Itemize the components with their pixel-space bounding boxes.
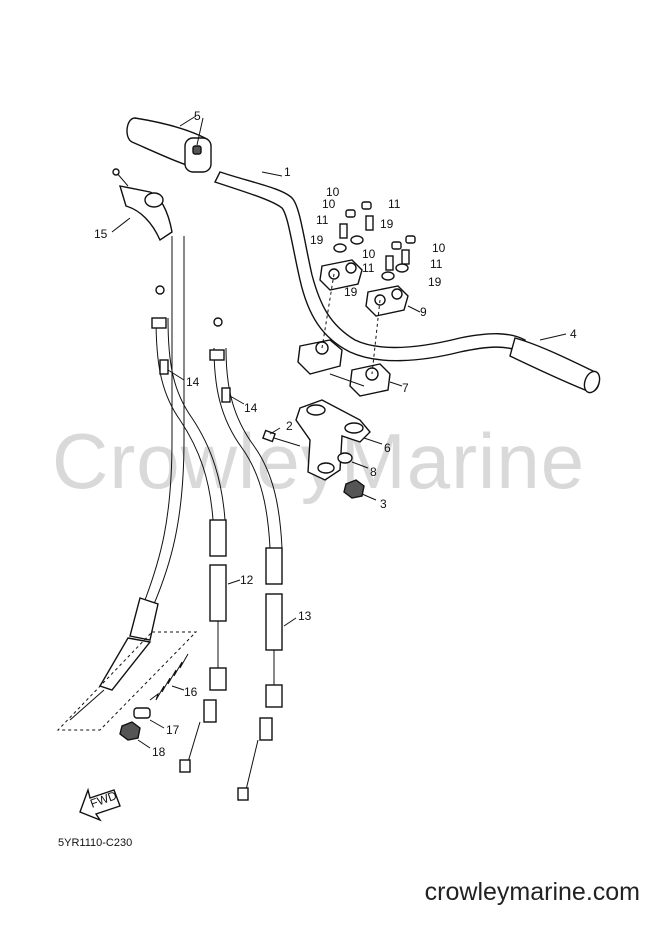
lever-bracket[interactable] bbox=[112, 168, 173, 242]
callout-11c: 11 bbox=[362, 261, 375, 275]
callout-15: 15 bbox=[94, 227, 108, 241]
callout-7: 7 bbox=[402, 381, 409, 395]
callout-11d: 11 bbox=[430, 257, 443, 271]
callout-1: 1 bbox=[284, 165, 291, 179]
fwd-arrow-icon: FWD bbox=[79, 787, 121, 822]
callout-10b: 10 bbox=[322, 197, 336, 211]
callout-4: 4 bbox=[570, 327, 577, 341]
callout-9: 9 bbox=[420, 305, 427, 319]
callout-17: 17 bbox=[166, 723, 180, 737]
site-url: crowleymarine.com bbox=[424, 878, 640, 906]
callout-12: 12 bbox=[240, 573, 254, 587]
small-bolts[interactable] bbox=[333, 201, 416, 281]
handle-crown[interactable] bbox=[295, 399, 371, 481]
callout-19b: 19 bbox=[310, 233, 324, 247]
callout-13: 13 bbox=[298, 609, 312, 623]
leader-lines bbox=[111, 115, 567, 749]
collar[interactable] bbox=[133, 707, 151, 719]
upper-holder-left[interactable] bbox=[319, 259, 363, 291]
throttle-grip[interactable] bbox=[126, 117, 212, 173]
right-grip[interactable] bbox=[509, 337, 602, 395]
nut[interactable] bbox=[343, 479, 365, 499]
main-cable[interactable] bbox=[69, 236, 185, 721]
callout-2: 2 bbox=[286, 419, 293, 433]
callout-14a: 14 bbox=[186, 375, 200, 389]
lower-holder-left[interactable] bbox=[297, 339, 343, 375]
callout-19a: 19 bbox=[380, 217, 394, 231]
callout-10c: 10 bbox=[362, 247, 376, 261]
callout-10d: 10 bbox=[432, 241, 446, 255]
callout-11a: 11 bbox=[388, 197, 401, 211]
cable-end-14b[interactable] bbox=[209, 317, 231, 403]
upper-holder-right[interactable] bbox=[365, 285, 409, 317]
reference-code: 5YR1110-C230 bbox=[58, 837, 132, 849]
callout-16: 16 bbox=[184, 685, 198, 699]
callout-19d: 19 bbox=[428, 275, 442, 289]
washer[interactable] bbox=[337, 452, 353, 464]
callout-8: 8 bbox=[370, 465, 377, 479]
callout-11b: 11 bbox=[316, 213, 329, 227]
callout-19c: 19 bbox=[344, 285, 358, 299]
callout-6: 6 bbox=[384, 441, 391, 455]
throttle-cable-1[interactable] bbox=[155, 317, 227, 773]
callout-3: 3 bbox=[380, 497, 387, 511]
cable-end-14a[interactable] bbox=[151, 285, 169, 375]
lower-holder-right[interactable] bbox=[349, 363, 391, 397]
callout-14b: 14 bbox=[244, 401, 258, 415]
callout-18: 18 bbox=[152, 745, 166, 759]
throttle-cable-2[interactable] bbox=[213, 347, 283, 801]
callout-5: 5 bbox=[194, 109, 201, 123]
cable-nut[interactable] bbox=[119, 721, 141, 741]
callout-10a: 10 bbox=[326, 185, 340, 199]
spring[interactable] bbox=[149, 653, 189, 701]
